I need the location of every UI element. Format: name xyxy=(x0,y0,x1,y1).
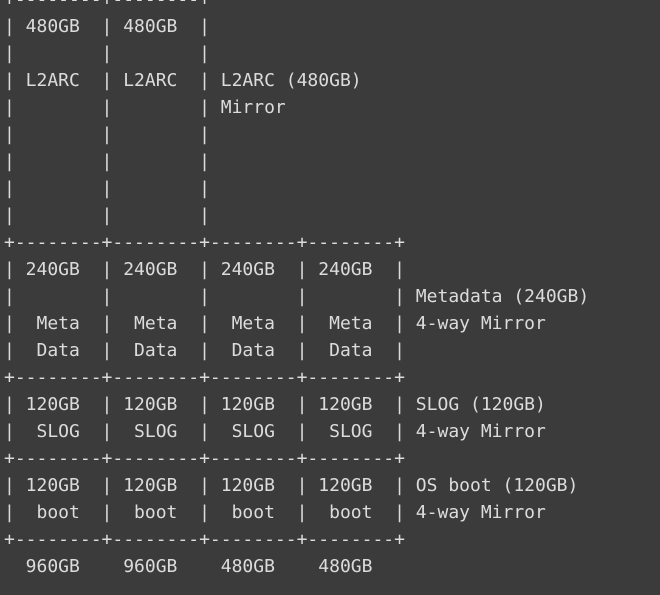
terminal-line: | 240GB | 240GB | 240GB | 240GB | xyxy=(4,259,405,280)
terminal-line: | SLOG | SLOG | SLOG | SLOG | 4-way Mirr… xyxy=(4,421,546,442)
terminal-line: +--------+--------+--------+--------+ xyxy=(4,367,405,388)
terminal-line: | | | xyxy=(4,124,210,145)
terminal-line: | 120GB | 120GB | 120GB | 120GB | OS boo… xyxy=(4,475,579,496)
terminal-line: +--------+--------+ xyxy=(4,0,660,13)
terminal-line: 960GB 960GB 480GB 480GB xyxy=(4,556,373,577)
terminal-line: +--------+--------+--------+--------+ xyxy=(4,448,405,469)
terminal-line: | Meta | Meta | Meta | Meta | 4-way Mirr… xyxy=(4,313,546,334)
terminal-line: +--------+--------+--------+--------+ xyxy=(4,232,405,253)
terminal-line: | | | Mirror xyxy=(4,97,286,118)
terminal-line: | Data | Data | Data | Data | xyxy=(4,340,405,361)
terminal-output: +--------+--------+ | 480GB | 480GB | | … xyxy=(4,0,660,577)
terminal-line: +--------+--------+--------+--------+ xyxy=(4,529,405,550)
terminal-line: | boot | boot | boot | boot | 4-way Mirr… xyxy=(4,502,546,523)
terminal-line: | | | xyxy=(4,151,210,172)
terminal-line: | | | xyxy=(4,178,210,199)
terminal-line: | 120GB | 120GB | 120GB | 120GB | SLOG (… xyxy=(4,394,546,415)
terminal-line: | L2ARC | L2ARC | L2ARC (480GB) xyxy=(4,70,362,91)
terminal-line: | | | xyxy=(4,43,210,64)
terminal-line: | | | | | Metadata (240GB) xyxy=(4,286,590,307)
terminal-line: | | | xyxy=(4,205,210,226)
terminal-line: | 480GB | 480GB | xyxy=(4,16,210,37)
